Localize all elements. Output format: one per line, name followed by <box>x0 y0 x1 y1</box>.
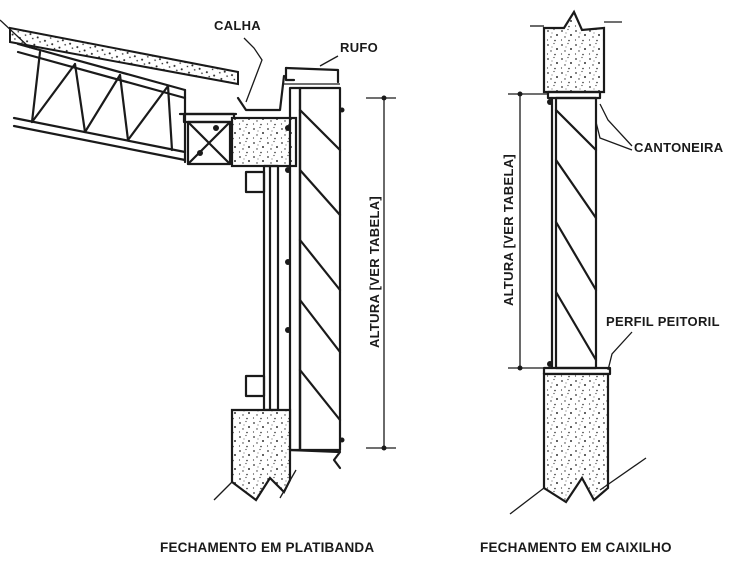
rufo-flashing <box>282 66 340 85</box>
lower-wall-right <box>509 372 647 515</box>
roof-sheet <box>0 19 239 86</box>
label-calha: CALHA <box>214 18 261 33</box>
label-cantoneira: CANTONEIRA <box>634 140 724 155</box>
leader-lines-left <box>243 37 339 103</box>
caption-caixilho: FECHAMENTO EM CAIXILHO <box>480 540 672 555</box>
caixilho-panel <box>546 90 602 370</box>
steel-column <box>244 164 280 412</box>
calha-gutter <box>178 74 286 116</box>
upper-wall-right <box>530 9 622 94</box>
label-rufo: RUFO <box>340 40 378 55</box>
label-altura-left: ALTURA [VER TABELA] <box>367 196 382 348</box>
caption-platibanda: FECHAMENTO EM PLATIBANDA <box>160 540 374 555</box>
truss-support-block <box>182 112 236 166</box>
caixilho-detail <box>508 9 647 515</box>
platibanda-detail <box>0 19 396 502</box>
leader-lines-right <box>595 103 633 371</box>
roof-truss <box>12 42 187 164</box>
concrete-beam <box>230 116 298 168</box>
altura-dimension-left <box>366 95 396 451</box>
fasteners-right <box>547 99 553 367</box>
lower-wall-left <box>213 408 297 502</box>
altura-dimension-right <box>508 91 548 371</box>
platibanda-panel <box>288 86 342 470</box>
label-perfil-peitoril: PERFIL PEITORIL <box>606 314 720 329</box>
label-altura-right: ALTURA [VER TABELA] <box>501 154 516 306</box>
